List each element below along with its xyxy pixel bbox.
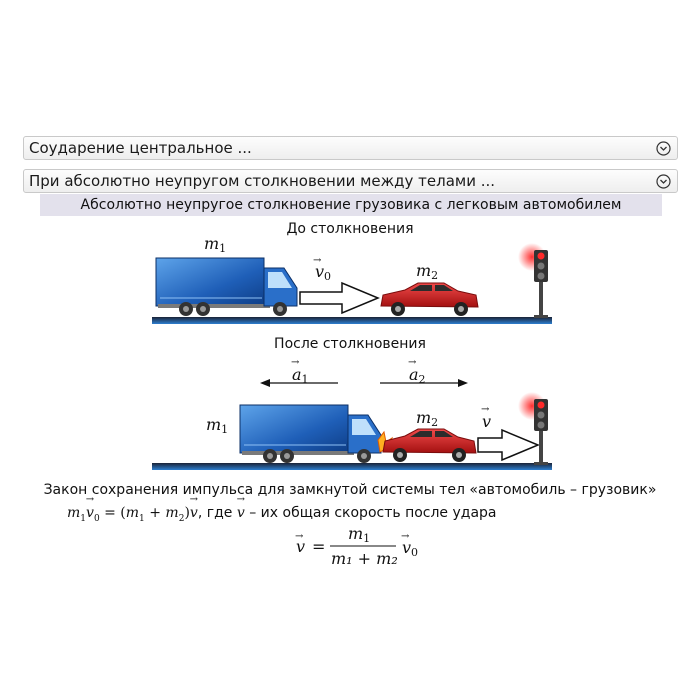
collision-case-dropdown[interactable]: При абсолютно неупругом столкновении меж…	[23, 169, 678, 193]
traffic-light-icon	[518, 243, 548, 318]
road-after	[152, 463, 552, 470]
formula-den: m₁ + m₂	[331, 549, 398, 568]
label-v0: v0	[315, 262, 331, 283]
label-a2-arrow: →	[408, 357, 417, 368]
label-a1-arrow: →	[291, 357, 300, 368]
label-m1-before: m1	[204, 234, 226, 255]
formula-lhs: v	[296, 537, 305, 556]
formula-rhs-arrow: →	[401, 531, 410, 542]
chevron-down-icon[interactable]	[656, 140, 671, 156]
label-a2: a2	[409, 365, 426, 386]
velocity-formula: v → = m1 m₁ + m₂ v0 →	[295, 524, 418, 568]
collision-type-label: Соударение центральное ...	[29, 139, 252, 157]
arrow-icon	[477, 428, 540, 462]
collision-type-dropdown[interactable]: Соударение центральное ...	[23, 136, 678, 160]
momentum-law-text: Закон сохранения импульса для замкнутой …	[43, 482, 657, 498]
label-a1: a1	[292, 365, 309, 386]
equation-tail: , где	[197, 505, 233, 521]
arrow-icon	[299, 281, 380, 315]
formula-lhs-arrow: →	[295, 531, 304, 542]
collision-case-label: При абсолютно неупругом столкновении меж…	[29, 172, 496, 190]
car-after	[382, 428, 477, 462]
formula-eq: =	[312, 537, 325, 556]
after-caption: После столкновения	[274, 336, 426, 352]
truck-after	[239, 404, 382, 463]
before-caption: До столкновения	[286, 221, 414, 237]
label-m2-before: m2	[416, 261, 438, 282]
truck-before	[155, 257, 298, 316]
formula-num: m1	[348, 524, 370, 545]
road-before	[152, 317, 552, 324]
illustration-title: Абсолютно неупругое столкновение грузови…	[40, 194, 662, 216]
acceleration-arrow-a2	[380, 379, 468, 387]
label-m1-after: m1	[206, 415, 228, 436]
label-v-arrow: →	[481, 404, 490, 415]
traffic-light-icon	[518, 392, 548, 465]
car-before	[380, 282, 479, 316]
label-v-after: v	[482, 412, 491, 431]
formula-rhs: v0	[402, 538, 418, 559]
chevron-down-icon[interactable]	[656, 173, 671, 189]
acceleration-arrow-a1	[260, 379, 338, 387]
equation-end: – их общая скорость после удара	[249, 505, 497, 521]
label-m2-after: m2	[416, 408, 438, 429]
label-v0-arrow: →	[313, 255, 322, 266]
